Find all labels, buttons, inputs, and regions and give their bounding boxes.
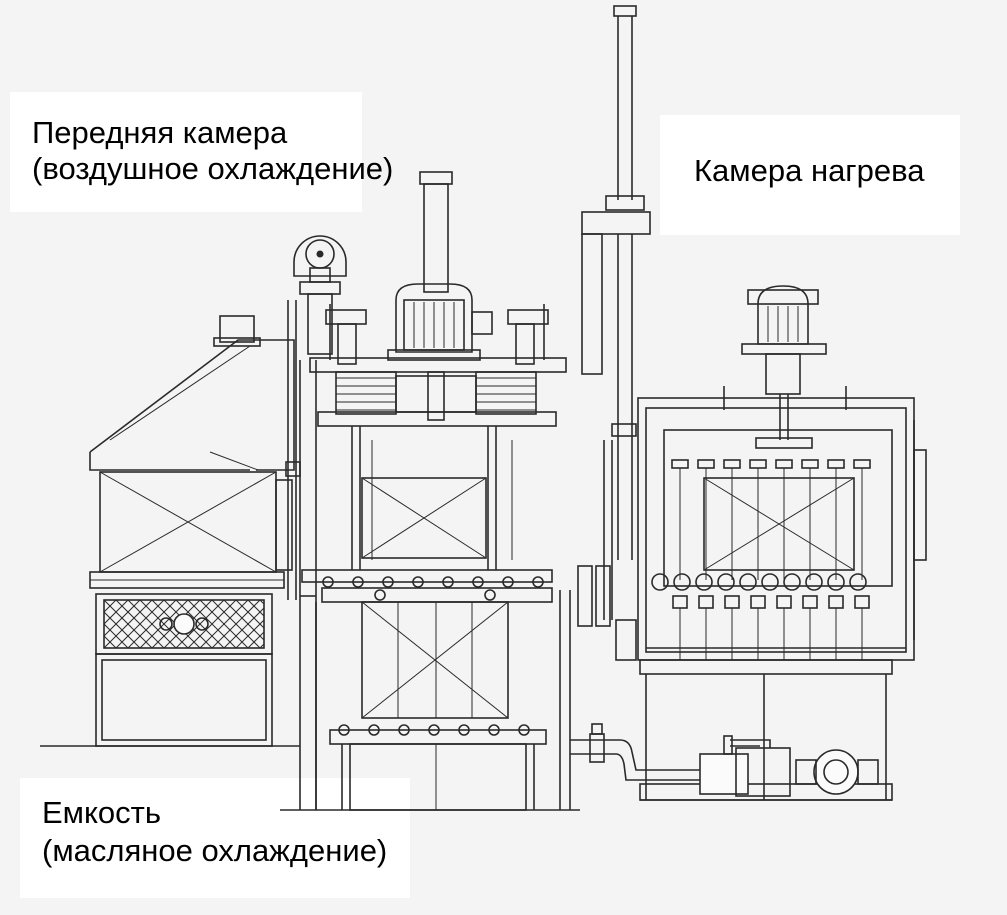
heater-element — [775, 459, 793, 469]
heater-element — [853, 459, 871, 469]
roller — [398, 724, 410, 736]
mesh-line — [199, 600, 249, 648]
roller — [673, 573, 691, 591]
mesh-line — [104, 600, 117, 613]
left-elevator — [285, 235, 347, 810]
roller — [532, 576, 544, 588]
label-panel-heating-chamber — [660, 115, 960, 235]
roller — [805, 573, 823, 591]
mesh-line — [187, 600, 237, 648]
mesh-line — [32, 600, 80, 648]
heating-chamber — [637, 285, 927, 661]
mesh-line — [44, 600, 92, 648]
support-leg — [672, 595, 688, 609]
mesh-line — [272, 600, 320, 648]
roller — [739, 573, 757, 591]
roller — [458, 724, 470, 736]
mesh-line — [235, 619, 264, 648]
mesh-line — [44, 600, 92, 648]
mesh-line — [320, 600, 368, 648]
roller — [827, 573, 845, 591]
heater-element — [749, 459, 767, 469]
support-leg — [698, 595, 714, 609]
center-cylinder — [577, 5, 651, 661]
mesh-line — [284, 600, 332, 648]
support-leg — [854, 595, 870, 609]
roller — [382, 576, 394, 588]
roller — [338, 724, 350, 736]
support-leg — [724, 595, 740, 609]
mesh-line — [272, 600, 320, 648]
mesh-line — [104, 623, 129, 648]
label-tank-line2: (масляное охлаждение) — [42, 833, 388, 868]
label-panel-front-chamber — [10, 92, 362, 212]
front-chamber-hood — [89, 315, 295, 471]
roller — [322, 576, 334, 588]
mesh-line — [332, 600, 380, 648]
mesh-line — [320, 600, 368, 648]
roller — [352, 576, 364, 588]
roller — [412, 576, 424, 588]
mesh-line — [32, 600, 80, 648]
label-tank-line1: Емкость — [42, 795, 161, 830]
label-front-chamber-line2: (воздушное охлаждение) — [32, 151, 394, 186]
mesh-line — [211, 600, 261, 648]
mesh-line — [332, 600, 380, 648]
mesh-line — [223, 607, 264, 648]
mesh-line — [175, 600, 225, 648]
mesh-line — [104, 600, 129, 625]
roller — [472, 576, 484, 588]
mesh-line — [296, 600, 344, 648]
heater-element — [697, 459, 715, 469]
roller — [651, 573, 669, 591]
front-top-motor — [309, 171, 567, 427]
mesh-line — [247, 600, 264, 617]
roller — [695, 573, 713, 591]
support-leg — [802, 595, 818, 609]
heater-element — [801, 459, 819, 469]
mesh-line — [104, 635, 117, 648]
mesh-line — [296, 600, 344, 648]
support-leg — [750, 595, 766, 609]
mesh-line — [139, 600, 189, 648]
mesh-line — [104, 600, 141, 637]
mesh-line — [104, 600, 153, 648]
roller — [488, 724, 500, 736]
support-leg — [828, 595, 844, 609]
roller — [428, 724, 440, 736]
oil-tank — [280, 590, 580, 811]
label-front-chamber-line1: Передняя камера — [32, 115, 288, 150]
front-chamber-frame — [300, 426, 553, 603]
roller — [368, 724, 380, 736]
front-chamber-body — [32, 471, 380, 747]
mesh-line — [127, 600, 177, 648]
heater-element — [671, 459, 689, 469]
label-heating-chamber: Камера нагрева — [694, 153, 925, 188]
support-leg — [776, 595, 792, 609]
mesh-line — [284, 600, 332, 648]
label-panel-tank — [20, 778, 410, 898]
heater-element — [723, 459, 741, 469]
mesh-line — [247, 631, 264, 648]
roller — [849, 573, 867, 591]
roller — [518, 724, 530, 736]
roller — [717, 573, 735, 591]
roller — [761, 573, 779, 591]
heater-element — [827, 459, 845, 469]
roller — [502, 576, 514, 588]
roller — [783, 573, 801, 591]
roller — [442, 576, 454, 588]
mesh-line — [115, 600, 165, 648]
heating-stand-and-pump — [570, 659, 893, 801]
